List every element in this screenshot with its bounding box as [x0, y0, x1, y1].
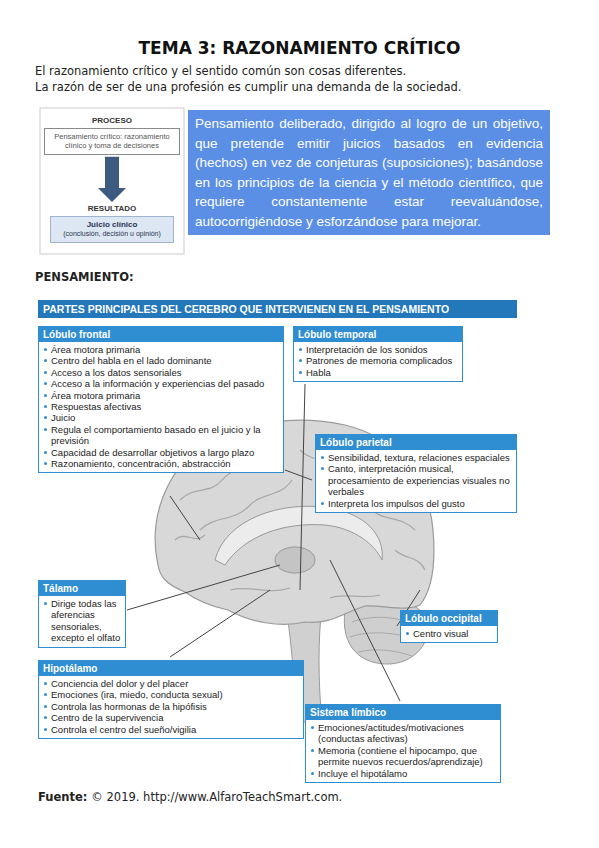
leader-line — [300, 384, 305, 590]
leader-line — [170, 590, 270, 657]
bullet-item: Controla las hormonas de la hipófisis — [39, 701, 303, 712]
thalamus-shape — [275, 547, 315, 573]
bullet-item: Emociones (ira, miedo, conducta sexual) — [39, 689, 303, 700]
panel-heading: Sistema límbico — [306, 705, 500, 720]
leader-line — [127, 565, 280, 610]
block-arrow — [98, 157, 126, 202]
panel-heading: Tálamo — [39, 581, 125, 596]
bullet-item: Incluye el hipotálamo — [306, 768, 500, 779]
bullet-item: Conciencia del dolor y del placer — [39, 678, 303, 689]
bullet-item: Razonamiento, concentración, abstracción — [39, 458, 283, 469]
box-text: Pensamiento crítico: razonamiento clínic… — [49, 132, 175, 151]
leader-line — [330, 560, 400, 701]
bullet-item: Interpreta los impulsos del gusto — [316, 498, 516, 509]
panel-heading: Lóbulo parietal — [316, 435, 516, 450]
brain-part-box: Lóbulo parietalSensibilidad, textura, re… — [315, 434, 517, 513]
intro-text: El razonamiento crítico y el sentido com… — [35, 64, 406, 78]
box-heading: RESULTADO — [50, 204, 174, 213]
box-heading: PROCESO — [44, 116, 180, 125]
source-text: © 2019. http://www.AlfaroTeachSmart.com. — [91, 790, 342, 804]
brain-part-box: Sistema límbicoEmociones/actitudes/motiv… — [305, 704, 501, 783]
process-box: RESULTADO Juicio clínico(conclusión, deci… — [50, 204, 174, 243]
diagram-frame — [40, 108, 184, 254]
bullet-item: Canto, interpretación musical, procesami… — [316, 463, 516, 497]
panel-body: Centro visual — [401, 626, 497, 642]
bullet-item: Memoria (contiene el hipocampo, que perm… — [306, 745, 500, 768]
process-box: PROCESO Pensamiento crítico: razonamiento… — [44, 116, 180, 155]
definition-text: Pensamiento deliberado, dirigido al logr… — [195, 114, 543, 231]
panel-body: Emociones/actitudes/motivaciones (conduc… — [306, 720, 500, 782]
brain-part-box: Lóbulo frontalÁrea motora primariaCentro… — [38, 326, 284, 473]
bullet-item: Respuestas afectivas — [39, 401, 283, 412]
brain-part-box: TálamoDirige todas las aferencias sensor… — [38, 580, 126, 648]
figure-title: PARTES PRINCIPALES DEL CEREBRO QUE INTER… — [43, 303, 512, 315]
figure-header: PARTES PRINCIPALES DEL CEREBRO QUE INTER… — [38, 300, 517, 318]
definition-box: Pensamiento deliberado, dirigido al logr… — [188, 110, 550, 235]
bullet-item: Emociones/actitudes/motivaciones (conduc… — [306, 722, 500, 745]
bullet-item: Área motora primaria — [39, 390, 283, 401]
source-label: Fuente: — [38, 790, 87, 804]
bullet-item: Capacidad de desarrollar objetivos a lar… — [39, 447, 283, 458]
bullet-item: Controla el centro del sueño/vigilia — [39, 724, 303, 735]
brain-part-box: Lóbulo temporalInterpretación de los son… — [293, 326, 463, 382]
box-text: Juicio clínico — [55, 220, 169, 230]
panel-body: Área motora primariaCentro del habla en … — [39, 342, 283, 472]
bullet-item: Juicio — [39, 412, 283, 423]
bullet-item: Área motora primaria — [39, 344, 283, 355]
panel-heading: Lóbulo temporal — [294, 327, 462, 342]
leader-line — [285, 470, 312, 480]
box-frame: Juicio clínico(conclusión, decisión u op… — [50, 216, 174, 243]
bullet-item: Dirige todas las aferencias sensoriales,… — [39, 598, 125, 644]
bullet-item: Centro de la supervivencia — [39, 712, 303, 723]
page-title: TEMA 3: RAZONAMIENTO CRÍTICO — [0, 38, 599, 58]
panel-body: Interpretación de los sonidosPatrones de… — [294, 342, 462, 381]
brain-part-box: HipotálamoConciencia del dolor y del pla… — [38, 660, 304, 739]
bullet-item: Interpretación de los sonidos — [294, 344, 462, 355]
bullet-item: Acceso a la información y experiencias d… — [39, 378, 283, 389]
bullet-item: Sensibilidad, textura, relaciones espaci… — [316, 452, 516, 463]
bullet-item: Habla — [294, 367, 462, 378]
bullet-item: Centro visual — [401, 628, 497, 639]
bullet-item: Acceso a los datos sensoriales — [39, 367, 283, 378]
intro-text: La razón de ser de una profesión es cump… — [35, 80, 461, 94]
bullet-item: Centro del habla en el lado dominante — [39, 355, 283, 366]
panel-body: Sensibilidad, textura, relaciones espaci… — [316, 450, 516, 512]
panel-body: Conciencia del dolor y del placerEmocion… — [39, 676, 303, 738]
box-text: (conclusión, decisión u opinión) — [55, 230, 169, 239]
panel-body: Dirige todas las aferencias sensoriales,… — [39, 596, 125, 647]
section-heading: PENSAMIENTO: — [35, 270, 134, 284]
panel-heading: Hipotálamo — [39, 661, 303, 676]
bullet-item: Patrones de memoria complicados — [294, 355, 462, 366]
panel-heading: Lóbulo frontal — [39, 327, 283, 342]
brain-part-box: Lóbulo occipitalCentro visual — [400, 610, 498, 643]
leader-line — [170, 496, 200, 540]
box-frame: Pensamiento crítico: razonamiento clínic… — [44, 128, 180, 155]
bullet-item: Regula el comportamiento basado en el ju… — [39, 424, 283, 447]
panel-heading: Lóbulo occipital — [401, 611, 497, 626]
